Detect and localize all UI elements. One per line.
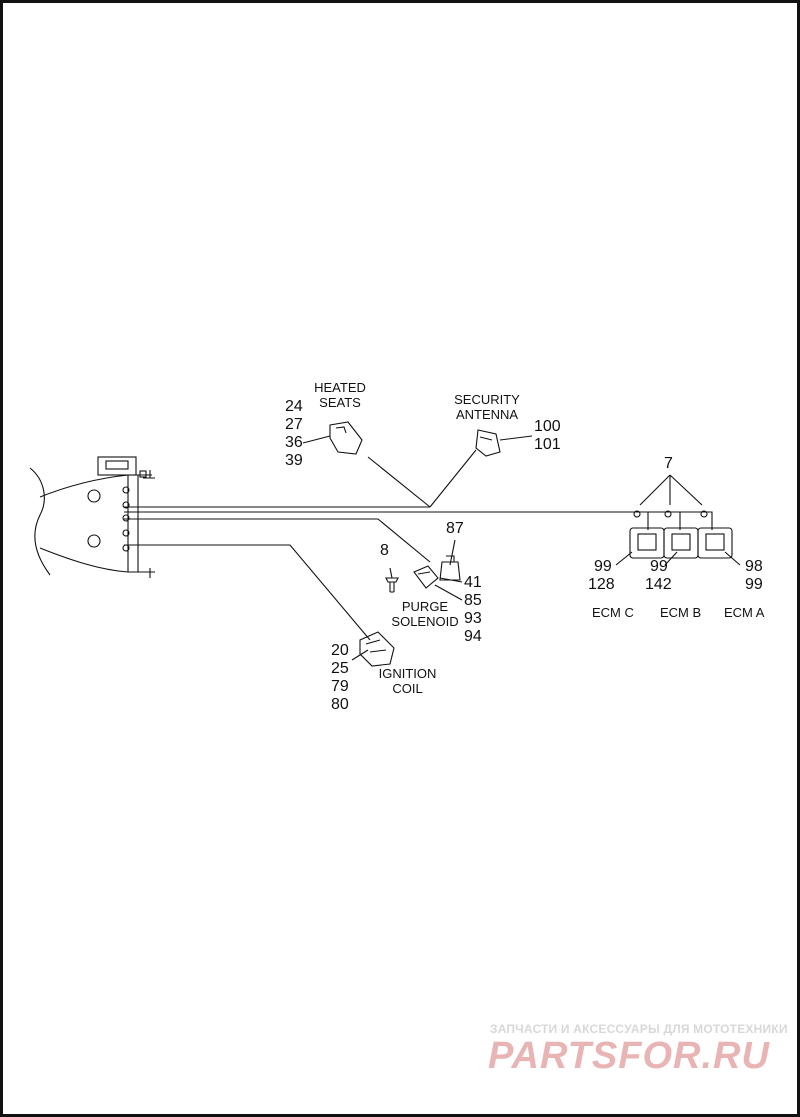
heated-seats-part-24: 24 <box>285 398 303 415</box>
ecm-c-connector <box>629 510 665 559</box>
ecm-group-part-7: 7 <box>664 455 673 472</box>
ecm-b-connector <box>663 510 699 559</box>
fastener-part-8: 8 <box>380 542 389 559</box>
watermark-logo: PARTSFOR.RU <box>488 1035 770 1077</box>
ecm-a-title: ECM A <box>724 605 765 620</box>
ecm-a-connector <box>697 510 733 559</box>
purge-solenoid-part-41: 41 <box>464 574 482 591</box>
heated-seats-part-39: 39 <box>285 452 303 469</box>
ignition-coil-part-20: 20 <box>331 642 349 659</box>
purge-solenoid-part-85: 85 <box>464 592 482 609</box>
ecm-a-part-99: 99 <box>745 576 763 593</box>
ignition-coil-part-25: 25 <box>331 660 349 677</box>
purge-solenoid-part-93: 93 <box>464 610 482 627</box>
ecm-b-part-99: 99 <box>650 558 668 575</box>
security-antenna-part-101: 101 <box>534 436 561 453</box>
bracket-part-87: 87 <box>446 520 464 537</box>
ecm-a-part-98: 98 <box>745 558 763 575</box>
watermark-logo-text: PARTSFOR.RU <box>488 1035 770 1077</box>
heated-seats-part-27: 27 <box>285 416 303 433</box>
ecm-c-part-99: 99 <box>594 558 612 575</box>
purge-solenoid-part-94: 94 <box>464 628 482 645</box>
ecm-c-title: ECM C <box>592 605 634 620</box>
bracket-87 <box>439 555 461 581</box>
heated-seats-connector <box>329 421 363 455</box>
ecm-c-part-128: 128 <box>588 576 615 593</box>
leader-lines <box>302 435 741 661</box>
ignition-coil-connector <box>359 631 395 667</box>
ignition-coil-title: IGNITION COIL <box>378 666 437 696</box>
heated-seats-title: HEATED SEATS <box>314 380 366 410</box>
ignition-coil-part-79: 79 <box>331 678 349 695</box>
security-antenna-title: SECURITY ANTENNA <box>454 392 520 422</box>
fastener-8 <box>385 577 399 593</box>
purge-solenoid-connector <box>413 565 439 589</box>
ignition-coil-part-80: 80 <box>331 696 349 713</box>
heated-seats-part-36: 36 <box>285 434 303 451</box>
purge-solenoid-title: PURGE SOLENOID <box>391 599 459 629</box>
security-antenna-connector <box>475 429 501 457</box>
watermark-tagline: ЗАПЧАСТИ И АКСЕССУАРЫ ДЛЯ МОТОТЕХНИКИ <box>490 1022 788 1036</box>
harness-lines <box>124 449 713 641</box>
security-antenna-part-100: 100 <box>534 418 561 435</box>
frame-bracket <box>29 456 155 578</box>
ecm-b-part-142: 142 <box>645 576 672 593</box>
ecm-b-title: ECM B <box>660 605 702 620</box>
